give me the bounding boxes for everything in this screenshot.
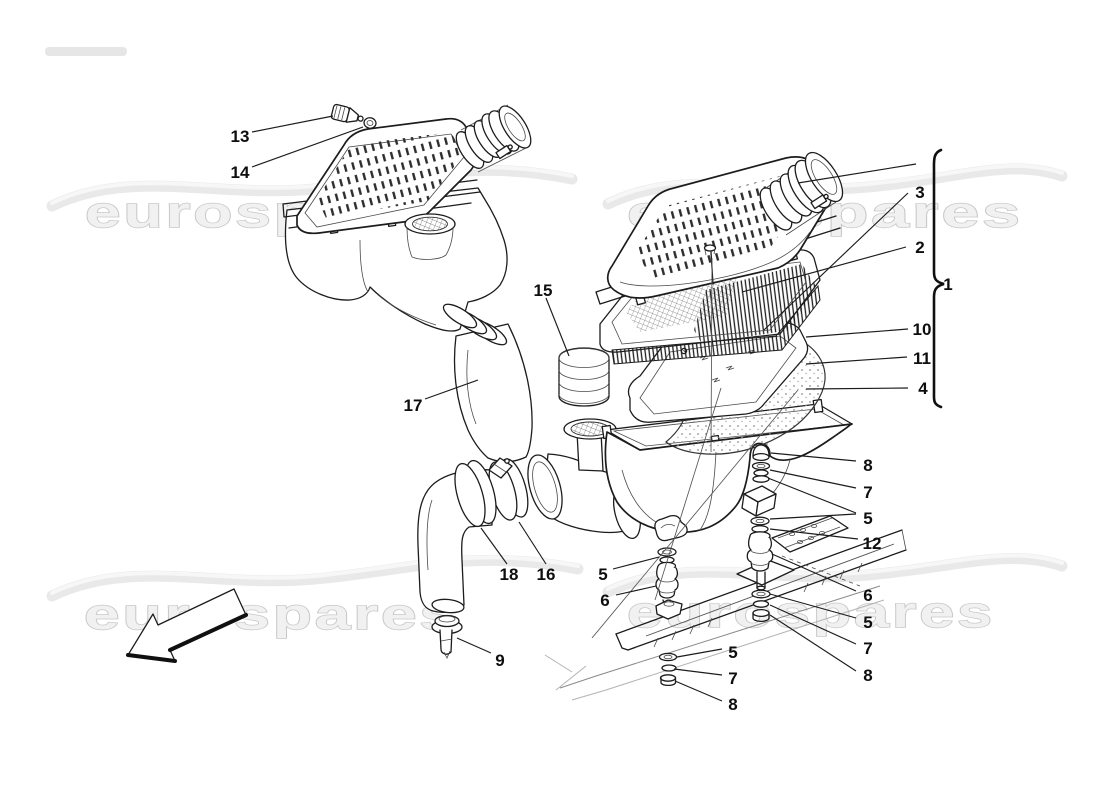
housing-tub xyxy=(604,423,853,534)
drain-valve-9 xyxy=(431,614,463,659)
part-label-5: 5 xyxy=(863,613,872,632)
part-label-8: 8 xyxy=(728,695,737,714)
lid-vents xyxy=(317,132,463,218)
watermark-layer: eurospares eurospares eurospares eurospa… xyxy=(45,47,1068,640)
washer-14 xyxy=(363,117,377,129)
part-label-7: 7 xyxy=(863,639,872,658)
lower-washer-stack xyxy=(658,652,678,686)
part-label-2: 2 xyxy=(915,238,924,257)
swoosh-top-right xyxy=(602,163,1068,210)
elbow-pipe-17 xyxy=(453,323,533,463)
part-label-15: 15 xyxy=(534,281,553,300)
cap-nut-8 xyxy=(752,444,770,457)
part-label-12: 12 xyxy=(863,534,882,553)
fastener-stacks xyxy=(655,444,777,686)
part-label-8: 8 xyxy=(863,666,872,685)
part-label-5: 5 xyxy=(598,565,607,584)
y-pipe-mouth xyxy=(527,454,563,520)
watermark-text: eurospares xyxy=(84,590,458,639)
sensor-13 xyxy=(330,103,364,123)
part-label-10: 10 xyxy=(913,320,932,339)
right-stud-stack xyxy=(741,444,777,623)
callout-layer: 13 14 15 17 18 16 9 5 6 1 3 2 10 11 4 8 … xyxy=(231,115,953,714)
right-intake-duct xyxy=(759,151,844,236)
part-label-5: 5 xyxy=(863,509,872,528)
alignment-lines xyxy=(591,257,799,639)
part-label-16: 16 xyxy=(537,565,556,584)
left-intake-duct xyxy=(455,104,532,173)
part-label-8: 8 xyxy=(863,456,872,475)
sleeve-15 xyxy=(558,347,610,407)
lower-elbow-assembly xyxy=(417,457,529,659)
part-label-6: 6 xyxy=(863,586,872,605)
part-label-6: 6 xyxy=(600,591,609,610)
direction-arrow xyxy=(126,588,248,663)
swoosh-bottom-right xyxy=(602,553,1068,598)
part-label-3: 3 xyxy=(915,183,924,202)
part-label-17: 17 xyxy=(404,396,423,415)
part-label-13: 13 xyxy=(231,127,250,146)
right-airbox-exploded xyxy=(595,151,844,455)
part-label-9: 9 xyxy=(495,651,504,670)
part-label-1: 1 xyxy=(943,275,952,294)
left-airbox xyxy=(282,103,532,346)
part-label-5: 5 xyxy=(728,643,737,662)
part-label-7: 7 xyxy=(728,669,737,688)
part-label-18: 18 xyxy=(500,565,519,584)
part-label-7: 7 xyxy=(863,483,872,502)
part-label-4: 4 xyxy=(918,379,928,398)
watermark-text: eurospares xyxy=(627,588,995,637)
part-label-14: 14 xyxy=(231,163,250,182)
collar-ribs xyxy=(442,303,508,346)
part-label-11: 11 xyxy=(913,349,931,368)
swoosh-bottom-left xyxy=(46,554,584,602)
group-bracket-1 xyxy=(932,148,945,409)
scan-smudge xyxy=(45,47,127,56)
